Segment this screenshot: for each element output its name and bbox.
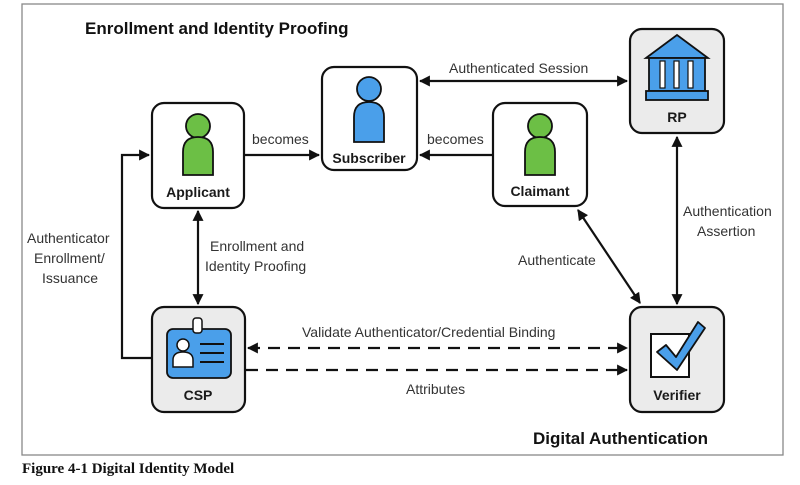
edge-label-authenticate: Authenticate (518, 252, 596, 268)
person-icon (182, 113, 214, 176)
checkbox-checked-icon (650, 321, 706, 378)
node-subscriber: Subscriber (320, 65, 419, 172)
edge-label-assertion: Assertion (697, 223, 755, 239)
edge-csp-applicant-issuance: Authenticator Enrollment/ Issuance (27, 149, 152, 360)
node-label-subscriber: Subscriber (332, 150, 406, 166)
node-rp: RP (628, 27, 726, 135)
edge-claimant-verifier: Authenticate (518, 209, 641, 304)
edge-label-attributes: Attributes (406, 381, 465, 397)
person-icon (353, 76, 385, 143)
bank-building-icon (643, 33, 711, 101)
enrollment-section-title: Enrollment and Identity Proofing (85, 19, 349, 38)
node-label-applicant: Applicant (166, 184, 230, 200)
node-label-claimant: Claimant (510, 183, 569, 199)
node-label-verifier: Verifier (653, 387, 701, 403)
node-applicant: Applicant (150, 101, 246, 210)
edge-claimant-subscriber: becomes (418, 131, 493, 161)
person-icon (524, 113, 556, 176)
edge-label-authentication: Authentication (683, 203, 772, 219)
edge-label-issuance: Issuance (42, 270, 98, 286)
edge-label-authenticator: Authenticator (27, 230, 110, 246)
edge-label-applicant-becomes: becomes (252, 131, 309, 147)
node-label-csp: CSP (184, 387, 213, 403)
node-claimant: Claimant (491, 101, 589, 208)
edge-csp-verifier-binding: Validate Authenticator/Credential Bindin… (246, 324, 629, 354)
edge-label-identity-proofing: Identity Proofing (205, 258, 306, 274)
id-badge-icon (166, 317, 232, 379)
node-verifier: Verifier (628, 305, 726, 414)
edge-label-enrollment-and: Enrollment and (210, 238, 304, 254)
edge-label-enrollment-slash: Enrollment/ (34, 250, 105, 266)
edge-applicant-subscriber: becomes (245, 131, 321, 161)
node-label-rp: RP (667, 109, 686, 125)
edge-verifier-rp: Authentication Assertion (671, 135, 772, 306)
figure-caption: Figure 4-1 Digital Identity Model (22, 461, 234, 477)
edge-label-validate-binding: Validate Authenticator/Credential Bindin… (302, 324, 555, 340)
edge-label-authenticated-session: Authenticated Session (449, 60, 588, 76)
node-csp: CSP (150, 305, 247, 414)
edge-subscriber-rp: Authenticated Session (418, 60, 629, 87)
edge-label-claimant-becomes: becomes (427, 131, 484, 147)
edge-csp-verifier-attributes: Attributes (246, 364, 629, 397)
edge-applicant-csp: Enrollment and Identity Proofing (192, 209, 306, 306)
authentication-section-title: Digital Authentication (533, 429, 708, 448)
